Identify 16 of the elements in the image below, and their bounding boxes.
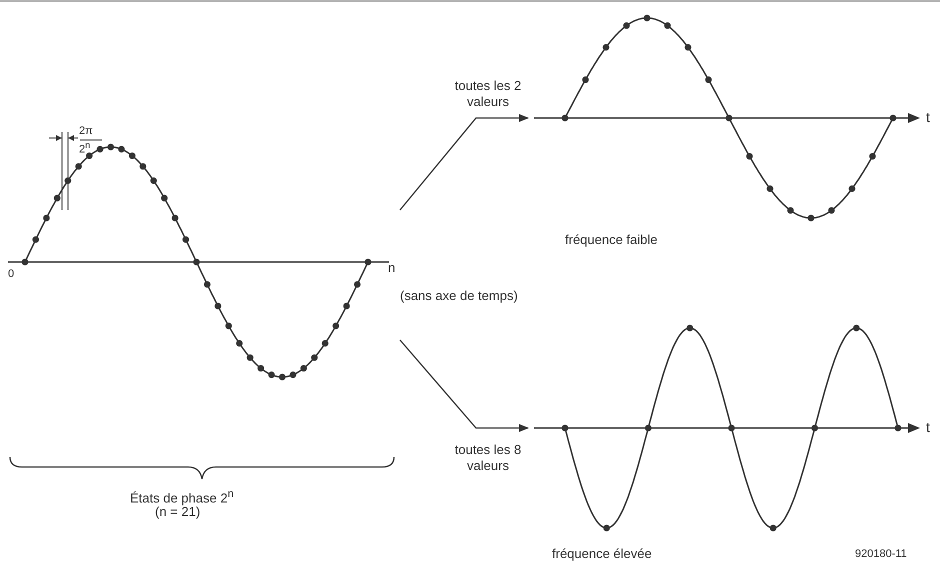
edge-label: toutes les 2 valeurs [454, 78, 522, 110]
edge-label: toutes les 8 valeurs [454, 442, 522, 474]
node-label: fréquence faible [565, 232, 658, 248]
axis-label: 0 [8, 267, 14, 282]
arrow [400, 340, 529, 432]
fraction-numerator: 2π [79, 124, 93, 139]
node-label: fréquence élevée [552, 546, 652, 562]
axis-label: t [926, 109, 930, 125]
fraction-denominator: 2$^{n}$ [79, 139, 90, 158]
axis-label: n [388, 260, 396, 276]
caption: (n = 21) [155, 504, 200, 520]
figure-number: 920180-11 [855, 547, 907, 562]
arrow [400, 114, 529, 210]
caption: États de phase 2$^{n}$ [130, 487, 234, 506]
axis-label: t [926, 419, 930, 435]
note: (sans axe de temps) [400, 288, 518, 304]
